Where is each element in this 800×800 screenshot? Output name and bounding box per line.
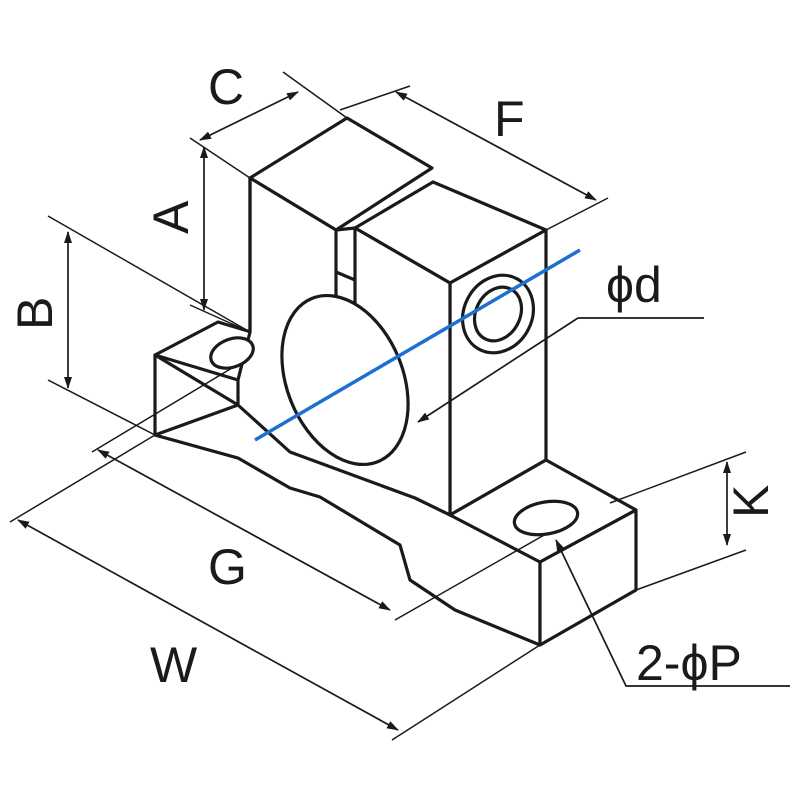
dim-f-line — [395, 91, 597, 201]
label-g: G — [208, 539, 247, 595]
left-mount-hole — [209, 336, 255, 370]
dim-w-line — [17, 519, 399, 731]
label-c: C — [208, 59, 244, 115]
right-mount-hole — [512, 499, 580, 537]
leader-d-diag — [417, 317, 579, 423]
dimension-labels: C F A B ϕd G W K 2-ϕP — [7, 59, 779, 693]
dimension-lines — [17, 91, 731, 731]
slit-edge — [334, 226, 357, 232]
label-b: B — [7, 297, 63, 330]
extension-lines — [9, 71, 747, 741]
leader-p — [555, 539, 790, 687]
label-p: 2-ϕP — [636, 635, 742, 691]
label-f: F — [494, 91, 525, 147]
label-w: W — [150, 637, 198, 693]
label-k: K — [723, 485, 779, 518]
dim-c-line — [199, 91, 299, 141]
label-a: A — [143, 200, 199, 234]
shaft-axis-line — [254, 248, 581, 442]
label-d: ϕd — [606, 257, 662, 313]
leader-lines — [417, 317, 790, 687]
